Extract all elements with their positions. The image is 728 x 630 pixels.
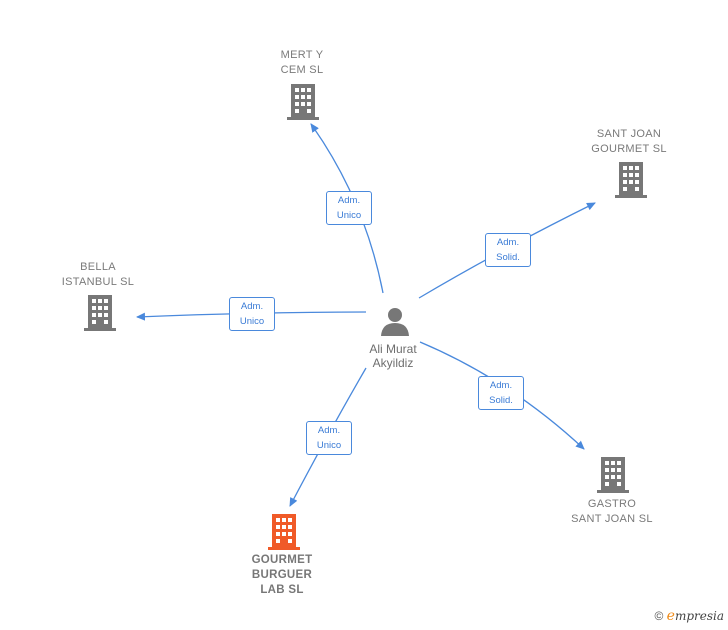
copyright-symbol: © (654, 609, 664, 623)
edge-label-santjoan: Adm. Solid. (485, 233, 531, 267)
building-icon[interactable] (597, 457, 629, 493)
company-label-santjoan[interactable]: SANT JOAN GOURMET SL (591, 128, 667, 155)
brand-name: mpresia (674, 609, 724, 623)
empresia-brand: © empresia (654, 608, 724, 624)
brand-e: e (666, 608, 675, 624)
company-label-bella[interactable]: BELLA ISTANBUL SL (61, 261, 135, 288)
building-icon[interactable] (615, 162, 647, 198)
person-name[interactable]: Ali Murat Akyildiz (369, 342, 417, 370)
building-icon[interactable] (84, 295, 116, 331)
building-icon[interactable] (287, 84, 319, 120)
company-label-gourmet[interactable]: GOURMET BURGUER LAB SL (251, 554, 313, 596)
person-icon[interactable] (380, 306, 410, 336)
edge-label-mert: Adm. Unico (326, 191, 372, 225)
company-label-gastro[interactable]: GASTRO SANT JOAN SL (571, 498, 653, 525)
building-icon-highlighted[interactable] (268, 514, 300, 550)
company-label-mert[interactable]: MERT Y CEM SL (280, 49, 324, 76)
edge-label-gastro: Adm. Solid. (478, 376, 524, 410)
edge-label-gourmet: Adm. Unico (306, 421, 352, 455)
edge-label-bella: Adm. Unico (229, 297, 275, 331)
